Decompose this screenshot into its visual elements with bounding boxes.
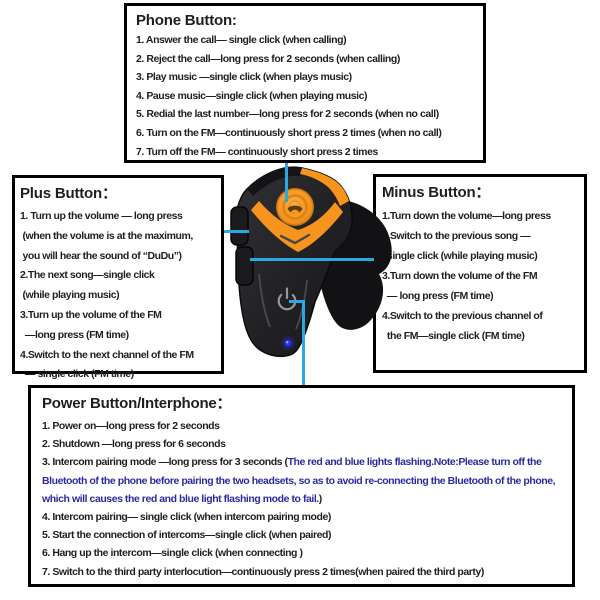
instruction-line: 1. Answer the call— single click (when c… [136, 34, 347, 46]
instruction-line: 6. Turn on the FM—continuously short pre… [136, 126, 442, 139]
pairing-note-suffix: ) [318, 492, 323, 505]
instruction-line-pairing-note: 3. Intercom pairing mode —long press for… [42, 453, 564, 508]
instruction-line: 1. Turn up the volume — long press [20, 210, 183, 222]
instruction-line: the FM—single click (FM time) [382, 330, 525, 342]
callout-line-plus-button [224, 230, 249, 233]
phone-button-callout: Phone Button: 1. Answer the call— single… [124, 3, 486, 163]
instruction-line: 3.Turn down the volume of the FM [382, 270, 538, 282]
instruction-line: (while playing music) [20, 289, 120, 302]
volume-up-button [230, 206, 249, 246]
phone-button [276, 188, 314, 226]
instruction-line: 7. Turn off the FM— continuously short p… [136, 145, 378, 158]
instruction-line: 2. Shutdown —long press for 6 seconds [42, 438, 226, 451]
instruction-line: 1. Power on—long press for 2 seconds [42, 420, 220, 432]
device-image [230, 166, 392, 358]
device-top-bevel [247, 167, 302, 196]
plus-button-title: Plus Button： [20, 185, 117, 202]
instruction-line: 4.Switch to the next channel of the FM [20, 348, 194, 361]
phone-button-title: Phone Button: [136, 12, 237, 29]
callout-line-power-button [302, 300, 305, 385]
power-icon [277, 287, 297, 311]
volume-down-button [235, 246, 254, 286]
callout-line-minus-button [250, 258, 374, 261]
body-highlight [258, 273, 271, 328]
device-orange-edge [300, 168, 349, 206]
minus-button-callout: Minus Button： 1.Turn down the volume—lon… [373, 174, 587, 373]
instruction-line: 3. Play music —single click (when plays … [136, 71, 352, 84]
callout-line-power-button [289, 300, 305, 303]
power-button-title: Power Button/Interphone： [42, 395, 232, 412]
instruction-line: 4.Switch to the previous channel of [382, 310, 543, 322]
instruction-line: 2.The next song—single click [20, 269, 155, 282]
instruction-line: 6. Hang up the intercom—single click (wh… [42, 547, 303, 560]
instruction-line: — single click (FM time) [20, 368, 134, 381]
instruction-line: — long press (FM time) [382, 290, 494, 302]
plus-button-callout: Plus Button： 1. Turn up the volume — lon… [12, 175, 224, 380]
callout-line-phone-button [285, 163, 288, 202]
minus-button-title: Minus Button： [382, 184, 491, 201]
instruction-line: (when the volume is at the maximum, [20, 229, 193, 242]
instruction-line: 7. Switch to the third party interlocuti… [42, 565, 484, 578]
instruction-line: —long press (FM time) [20, 328, 129, 341]
instruction-line: 4. Pause music—single click (when playin… [136, 89, 368, 102]
pairing-note-prefix: 3. Intercom pairing mode —long press for… [42, 456, 288, 469]
instruction-line: 1.Turn down the volume—long press [382, 210, 551, 222]
pairing-note-blue-text: The red and blue lights flashing.Note:Pl… [42, 456, 556, 505]
instruction-line: 2. Reject the call—long press for 2 seco… [136, 52, 400, 65]
instruction-line: 4. Intercom pairing— single click (when … [42, 511, 331, 524]
instruction-line: you will hear the sound of “DuDu”) [20, 249, 182, 262]
instruction-line: 5. Redial the last number—long press for… [136, 108, 439, 121]
instruction-line: 2.Switch to the previous song — [382, 230, 531, 242]
led-indicator [281, 336, 295, 350]
instruction-line: 5. Start the connection of intercoms—sin… [42, 529, 332, 542]
phone-icon [287, 205, 303, 213]
instruction-line: 3.Turn up the volume of the FM [20, 308, 162, 321]
chevron-mark [279, 233, 311, 245]
instruction-line: single click (while playing music) [382, 250, 538, 262]
power-button-callout: Power Button/Interphone： 1. Power on—lon… [28, 385, 575, 587]
